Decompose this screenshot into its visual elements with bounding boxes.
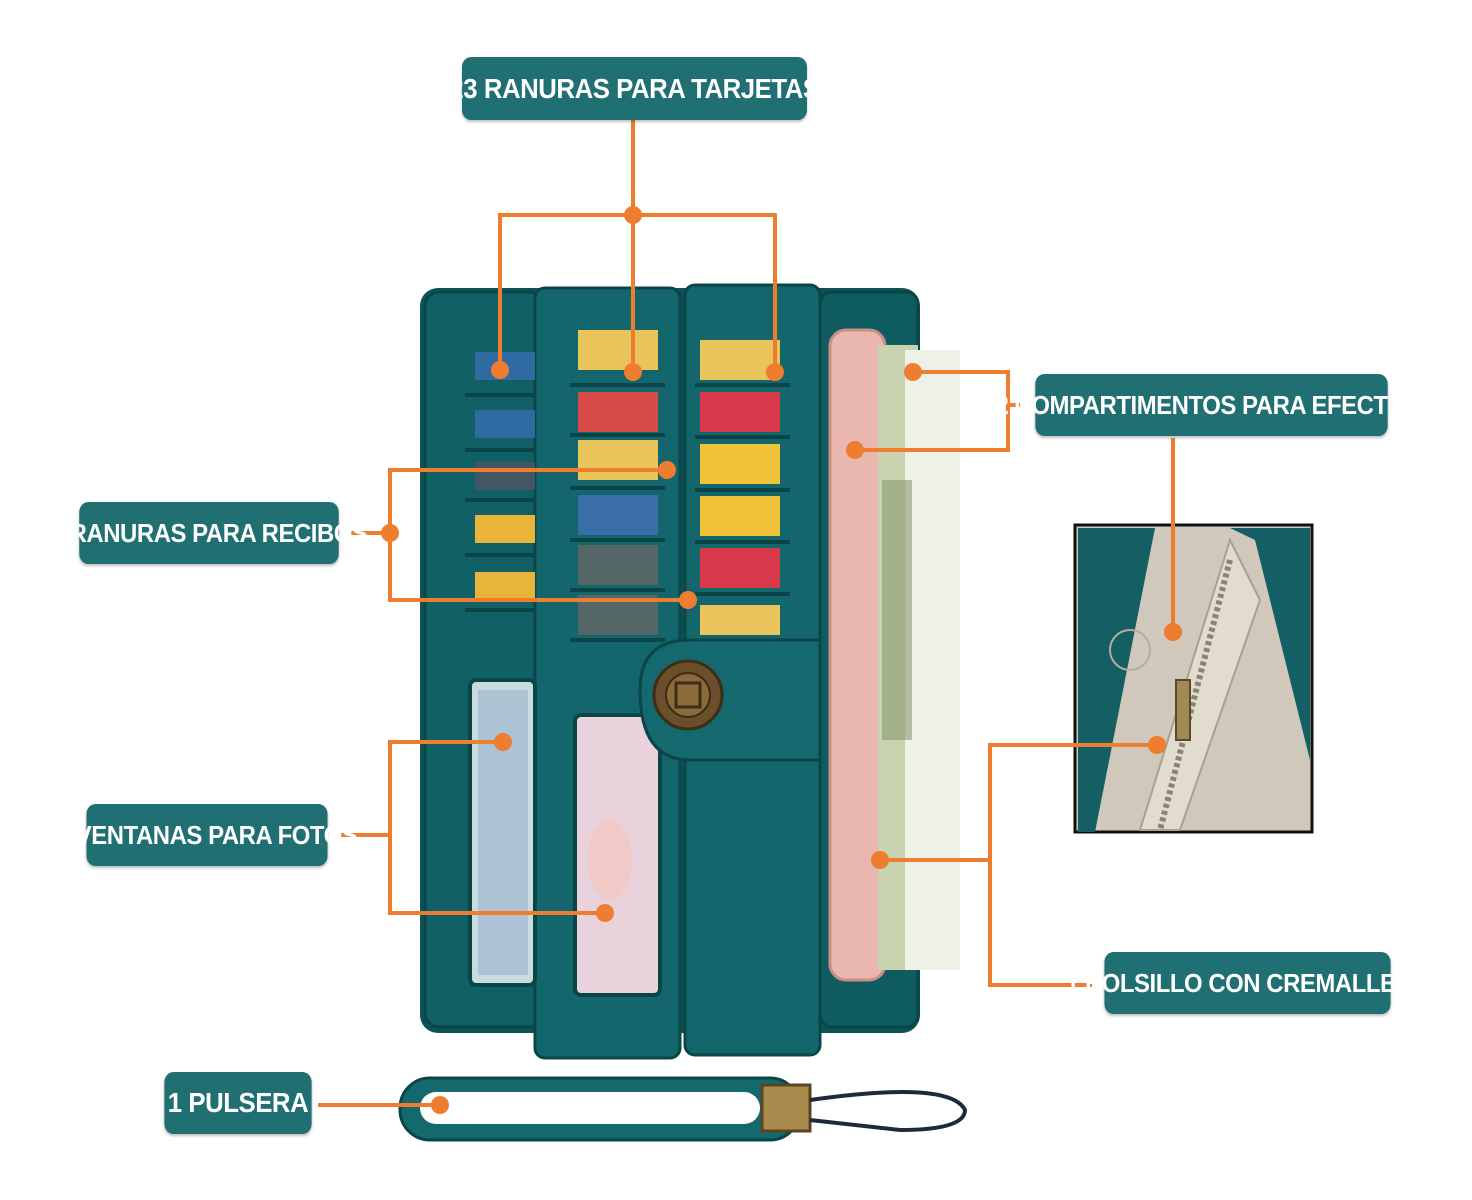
embossed-logo — [1109, 629, 1151, 671]
label-card-slots: 23 RANURAS PARA TARJETAS — [449, 57, 820, 120]
leader-dots — [381, 206, 1182, 1114]
strap-cord — [809, 1090, 968, 1133]
strap-clasp — [760, 1083, 812, 1133]
wristlet-strap — [398, 1076, 968, 1142]
label-photo-windows: 2 VENTANAS PARA FOTOS — [57, 804, 358, 866]
receipt-papers — [905, 350, 960, 970]
zip-pocket-inset — [1073, 523, 1314, 834]
label-receipt-slots: 5 RANURAS PARA RECIBOS — [51, 502, 368, 564]
phone — [828, 328, 887, 982]
middle-panel-cards — [570, 330, 665, 642]
wallet-body — [420, 283, 960, 1060]
right-panel-cards — [695, 340, 790, 635]
label-wristlet: 1 PULSERA — [164, 1072, 312, 1134]
label-zip-pocket: 1 BOLSILLO CON CREMALLERA — [1066, 952, 1430, 1014]
label-cash-compartments: 2 COMPARTIMENTOS PARA EFECTIVO — [996, 374, 1428, 436]
zipper-pull — [1175, 679, 1191, 741]
